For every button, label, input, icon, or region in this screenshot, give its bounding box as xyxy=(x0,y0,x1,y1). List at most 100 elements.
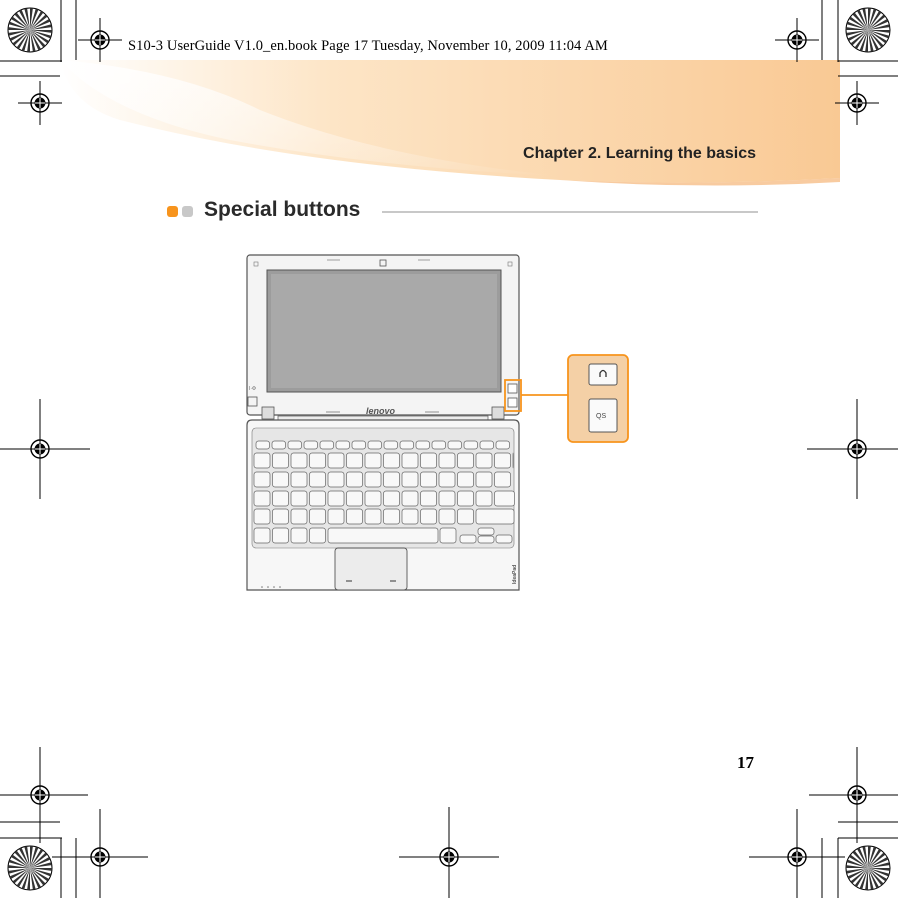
section-title: Special buttons xyxy=(204,198,361,221)
laptop-illustration: I·Φ lenovo IdeaPad QS xyxy=(246,254,629,591)
keyboard-key xyxy=(346,508,363,525)
keyboard-key xyxy=(494,490,515,507)
keyboard-key xyxy=(475,508,515,525)
registration-crosshair xyxy=(52,809,148,898)
registration-crosshair xyxy=(78,18,122,62)
keyboard-key xyxy=(475,471,493,488)
keyboard-key xyxy=(401,490,419,507)
page-number: 17 xyxy=(737,753,754,772)
svg-text:I·Φ: I·Φ xyxy=(249,386,256,392)
keyboard-key xyxy=(447,440,462,450)
keyboard-key xyxy=(420,471,437,488)
keyboard-key xyxy=(351,440,366,450)
keyboard-key xyxy=(272,490,289,507)
keyboard-key xyxy=(327,508,345,525)
keyboard-key xyxy=(327,452,345,469)
keyboard-key xyxy=(309,471,326,488)
keyboard-key xyxy=(364,452,382,469)
keyboard-key xyxy=(401,452,419,469)
keyboard-key xyxy=(290,527,308,544)
keyboard-key xyxy=(290,490,308,507)
keyboard-key xyxy=(272,508,289,525)
keyboard-key xyxy=(383,471,400,488)
keyboard-key xyxy=(438,452,456,469)
keyboard-key xyxy=(290,471,308,488)
callout-button-quickstart[interactable] xyxy=(588,398,618,433)
keyboard-key xyxy=(290,508,308,525)
registration-crosshair xyxy=(835,81,879,125)
keyboard-key xyxy=(290,452,308,469)
keyboard-key xyxy=(364,508,382,525)
keyboard-key xyxy=(420,452,437,469)
keyboard-key xyxy=(346,452,363,469)
book-header-text: S10-3 UserGuide V1.0_en.book Page 17 Tue… xyxy=(128,38,608,54)
ideapad-brand-text: IdeaPad xyxy=(512,565,518,584)
keyboard-key xyxy=(327,471,345,488)
section-heading-decoration xyxy=(167,206,758,217)
keyboard-key xyxy=(457,490,474,507)
registration-crosshair xyxy=(775,18,819,62)
registration-crosshair xyxy=(0,399,90,499)
keyboard-key xyxy=(420,508,437,525)
keyboard-key xyxy=(438,471,456,488)
keyboard-key xyxy=(383,490,400,507)
keyboard-key xyxy=(287,440,302,450)
keyboard-key xyxy=(475,490,493,507)
keyboard-key xyxy=(253,527,271,544)
registration-crosshair xyxy=(807,399,898,499)
touchpad[interactable] xyxy=(334,547,408,591)
keyboard-key xyxy=(383,508,400,525)
keyboard-key xyxy=(309,490,326,507)
keyboard-key xyxy=(253,452,271,469)
color-target-starburst xyxy=(7,7,53,53)
section-bullet-gray xyxy=(182,206,193,217)
keyboard-key xyxy=(495,534,513,544)
keyboard-key xyxy=(383,440,398,450)
lenovo-logo: lenovo xyxy=(366,406,396,416)
keyboard-key xyxy=(335,440,350,450)
callout-button-headphone[interactable] xyxy=(588,363,618,386)
keyboard-key xyxy=(253,508,271,525)
keyboard-key xyxy=(309,452,326,469)
registration-crosshair xyxy=(0,747,88,843)
keyboard-key xyxy=(253,490,271,507)
keyboard-key xyxy=(494,471,511,488)
lid-button-bottom[interactable] xyxy=(507,397,518,408)
color-target-starburst xyxy=(845,845,891,891)
keyboard-key xyxy=(327,527,439,544)
quickstart-icon: QS xyxy=(596,413,606,420)
keyboard-key xyxy=(399,440,414,450)
keyboard-key xyxy=(439,527,457,544)
keyboard-key xyxy=(415,440,430,450)
keyboard xyxy=(253,440,515,544)
keyboard-key xyxy=(309,508,326,525)
keyboard-key xyxy=(479,440,494,450)
chapter-title: Chapter 2. Learning the basics xyxy=(523,145,756,162)
keyboard-key xyxy=(401,471,419,488)
keyboard-key xyxy=(271,440,286,450)
section-bullet-orange xyxy=(167,206,178,217)
keyboard-key xyxy=(364,471,382,488)
keyboard-key xyxy=(420,490,437,507)
keyboard-key xyxy=(272,471,289,488)
keyboard-key xyxy=(477,527,495,536)
keyboard-key xyxy=(255,440,270,450)
keyboard-key xyxy=(272,452,289,469)
color-target-starburst xyxy=(7,845,53,891)
registration-crosshair xyxy=(809,747,898,843)
keyboard-key xyxy=(364,490,382,507)
lid-button-top[interactable] xyxy=(507,383,518,394)
keyboard-key xyxy=(309,527,326,544)
keyboard-key xyxy=(494,452,511,469)
keyboard-key xyxy=(303,440,318,450)
keyboard-key xyxy=(457,471,474,488)
headphone-arc-icon xyxy=(599,369,607,377)
keyboard-key xyxy=(272,527,289,544)
keyboard-key xyxy=(253,471,271,488)
keyboard-key xyxy=(401,508,419,525)
keyboard-key xyxy=(475,452,493,469)
keyboard-key xyxy=(459,534,477,544)
keyboard-key xyxy=(495,440,510,450)
